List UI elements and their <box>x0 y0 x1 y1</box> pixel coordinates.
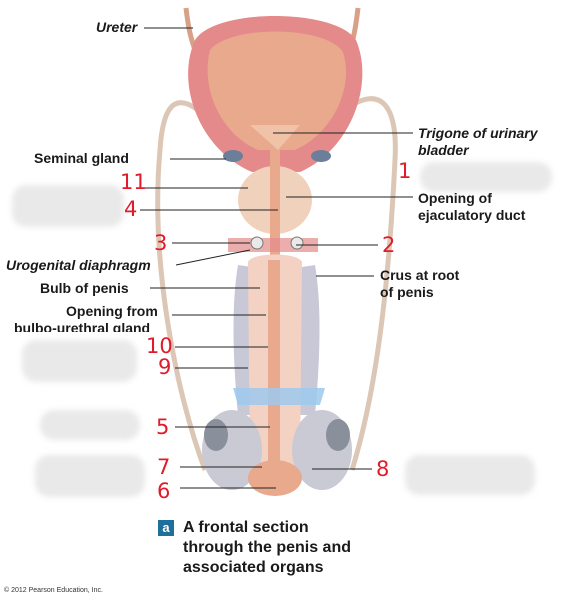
hidden-label-right-1 <box>420 162 552 192</box>
hidden-label-right-2 <box>405 455 535 495</box>
membrane-band <box>233 388 325 405</box>
caption-badge: a <box>158 520 174 536</box>
handwritten-number-8: 8 <box>376 458 389 480</box>
handwritten-number-6: 6 <box>157 480 170 502</box>
handwritten-number-5: 5 <box>156 416 169 438</box>
hidden-label-left-1 <box>12 185 124 227</box>
figure-caption: A frontal section through the penis and … <box>183 518 351 578</box>
label-crus-line2: of penis <box>380 284 434 301</box>
label-crus-line1: Crus at root <box>380 267 459 284</box>
caption-line3: associated organs <box>183 558 351 578</box>
bulbourethral-gland-right <box>291 237 303 249</box>
label-bulb-of-penis: Bulb of penis <box>40 280 129 297</box>
copyright: © 2012 Pearson Education, Inc. <box>4 587 103 594</box>
label-opening-ejaculatory-line2: ejaculatory duct <box>418 207 525 224</box>
handwritten-number-10: 10 <box>146 335 173 357</box>
epididymis-left <box>204 419 228 451</box>
handwritten-number-3: 3 <box>154 232 167 254</box>
label-urogenital-diaphragm: Urogenital diaphragm <box>6 257 151 274</box>
seminal-gland-right <box>311 150 331 162</box>
glans <box>248 460 302 496</box>
label-ureter: Ureter <box>96 19 137 36</box>
handwritten-number-4: 4 <box>124 198 137 220</box>
seminal-gland-left <box>223 150 243 162</box>
handwritten-number-9: 9 <box>158 356 171 378</box>
caption-line2: through the penis and <box>183 538 351 558</box>
handwritten-number-2: 2 <box>382 234 395 256</box>
label-seminal-gland: Seminal gland <box>34 150 129 167</box>
bulbourethral-gland-left <box>251 237 263 249</box>
penile-urethra <box>268 260 280 485</box>
label-opening-ejaculatory-line1: Opening of <box>418 190 492 207</box>
hidden-label-left-2 <box>22 340 137 382</box>
label-opening-bulbourethral-line1: Opening from <box>66 303 158 320</box>
label-trigone-line1: Trigone of urinary <box>418 125 538 142</box>
hidden-label-left-3 <box>40 410 140 440</box>
hidden-label-left-4 <box>35 455 145 497</box>
caption-line1: A frontal section <box>183 518 351 538</box>
label-trigone-line2: bladder <box>418 142 469 159</box>
handwritten-number-11: 11 <box>120 171 147 193</box>
handwritten-number-1: 1 <box>398 160 411 182</box>
epididymis-right <box>326 419 350 451</box>
handwritten-number-7: 7 <box>157 456 170 478</box>
label-opening-bulbourethral-line2: bulbo-urethral gland <box>14 320 150 332</box>
